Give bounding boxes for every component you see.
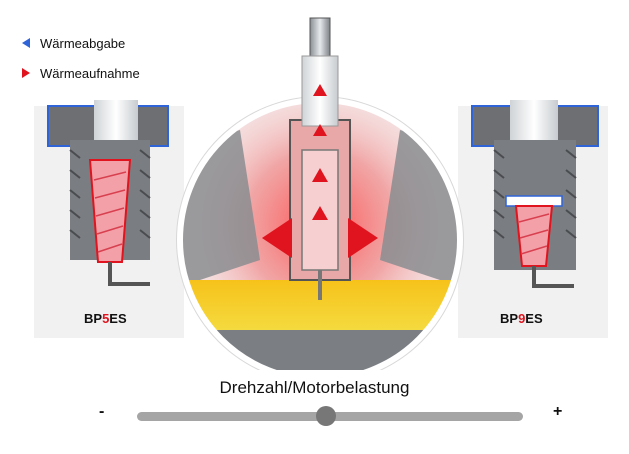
right-plug-label: BP9ES: [500, 311, 543, 326]
right-plug-suffix: ES: [525, 311, 543, 326]
right-spark-plug: [471, 100, 599, 288]
red-arrow-icon: [22, 68, 30, 78]
right-plug-heat-number: 9: [518, 311, 526, 326]
legend: Wärmeabgabe Wärmeaufnahme: [22, 32, 140, 92]
slider-max-label: +: [553, 403, 563, 420]
legend-label: Wärmeabgabe: [40, 35, 126, 51]
illustration-stage: [34, 17, 608, 384]
legend-item-heat-absorption: Wärmeaufnahme: [22, 62, 140, 84]
slider-title: Drehzahl/Motorbelastung: [219, 378, 410, 397]
legend-label: Wärmeaufnahme: [40, 65, 140, 81]
left-plug-prefix: BP: [84, 311, 103, 326]
right-plug-prefix: BP: [500, 311, 519, 326]
center-spark-plug-top: [301, 17, 339, 136]
legend-item-heat-release: Wärmeabgabe: [22, 32, 140, 54]
spark-plug-illustration: [34, 17, 608, 384]
blue-arrow-icon: [22, 38, 30, 48]
center-magnifier: [176, 96, 464, 384]
left-spark-plug: [47, 100, 169, 286]
left-plug-heat-number: 5: [102, 311, 110, 326]
load-slider-handle[interactable]: [316, 406, 337, 426]
left-plug-suffix: ES: [109, 311, 127, 326]
slider-min-label: -: [99, 403, 105, 420]
left-plug-label: BP5ES: [84, 311, 127, 326]
